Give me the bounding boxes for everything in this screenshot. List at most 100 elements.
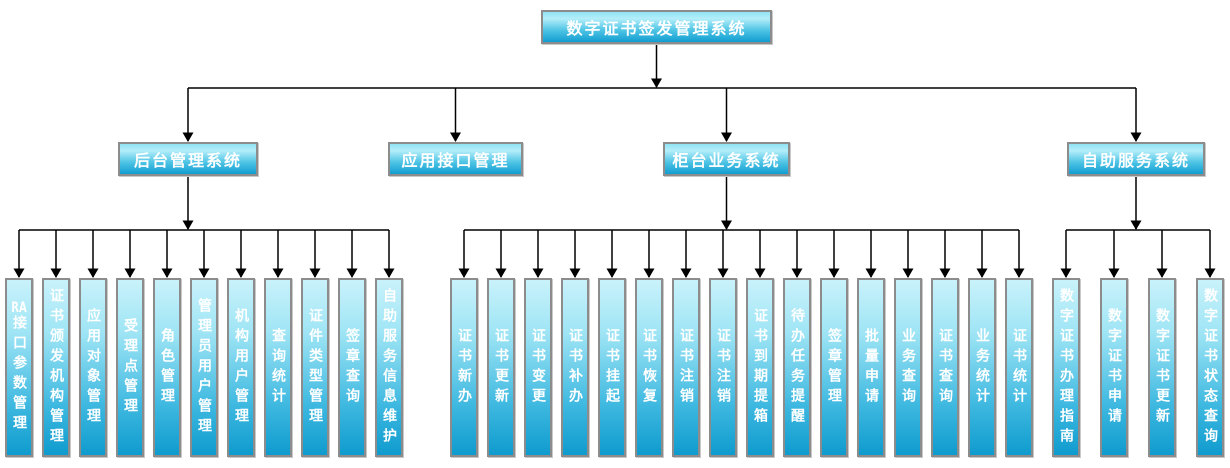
arrowhead-icon [976, 268, 988, 278]
leaf-node-3-10: 待办任务提醒 [783, 278, 811, 457]
arrowhead-icon [458, 268, 470, 278]
node-label: 证件类型管理 [307, 307, 323, 428]
arrowhead-icon [1130, 220, 1142, 230]
node-label: 待办任务提醒 [789, 307, 805, 428]
leaf-node-1-1: RA接口参数管理 [5, 278, 33, 457]
node-label: 证书到期提箱 [752, 307, 768, 428]
arrowhead-icon [272, 268, 284, 278]
leaf-node-3-3: 证书变更 [524, 278, 552, 457]
arrowhead-icon [1108, 268, 1120, 278]
arrowhead-icon [754, 268, 766, 278]
node-label: 应用对象管理 [85, 307, 101, 428]
arrowhead-icon [865, 268, 877, 278]
arrowhead-icon [651, 78, 662, 88]
node-label: 后台管理系统 [133, 151, 242, 170]
node-label: 业务查询 [900, 327, 916, 408]
arrowhead-icon [902, 268, 914, 278]
leaf-node-3-9: 证书到期提箱 [746, 278, 774, 457]
node-label: 数字证书申请 [1106, 307, 1122, 428]
leaf-node-3-16: 证书统计 [1005, 278, 1033, 457]
arrowhead-icon [828, 268, 840, 278]
node-label: 管理员用户管理 [196, 297, 212, 438]
node-label: 应用接口管理 [401, 151, 510, 170]
arrowhead-icon [309, 268, 321, 278]
node-label: 证书新办 [456, 327, 472, 408]
leaf-node-1-11: 自助服务信息维护 [375, 278, 403, 457]
leaf-node-1-7: 机构用户管理 [227, 278, 255, 457]
node-label: 机构用户管理 [233, 307, 249, 428]
node-label: 证书注销 [715, 327, 731, 408]
leaf-node-3-4: 证书补办 [561, 278, 589, 457]
arrowhead-icon [532, 268, 544, 278]
leaf-node-3-5: 证书挂起 [598, 278, 626, 457]
arrowhead-icon [13, 268, 25, 278]
leaf-node-3-6: 证书恢复 [635, 278, 663, 457]
arrowhead-icon [791, 268, 803, 278]
leaf-node-3-15: 业务统计 [968, 278, 996, 457]
arrowhead-icon [383, 268, 395, 278]
leaf-node-1-9: 证件类型管理 [301, 278, 329, 457]
arrowhead-icon [87, 268, 99, 278]
arrowhead-icon [50, 268, 62, 278]
branch-node-4: 自助服务系统 [1067, 142, 1205, 176]
leaf-node-4-2: 数字证书申请 [1100, 278, 1128, 457]
node-label: 数字证书状态查询 [1202, 287, 1218, 448]
node-label: 证书补办 [567, 327, 583, 408]
root-node-label: 数字证书签发管理系统 [566, 19, 747, 38]
node-label: 数字证书办理指南 [1058, 287, 1074, 448]
leaf-node-1-5: 角色管理 [153, 278, 181, 457]
arrowhead-icon [606, 268, 618, 278]
leaf-node-1-2: 证书颁发机构管理 [42, 278, 70, 457]
root-node: 数字证书签发管理系统 [541, 10, 772, 44]
leaf-node-3-13: 业务查询 [894, 278, 922, 457]
leaf-node-1-6: 管理员用户管理 [190, 278, 218, 457]
arrowhead-icon [643, 268, 655, 278]
node-label: 证书注销 [678, 327, 694, 408]
node-label: 证书挂起 [604, 327, 620, 408]
leaf-node-3-7: 证书注销 [672, 278, 700, 457]
arrowhead-icon [717, 268, 729, 278]
branch-node-3: 柜台业务系统 [663, 142, 790, 176]
arrowhead-icon [1156, 268, 1168, 278]
node-label: 证书变更 [530, 327, 546, 408]
arrowhead-icon [495, 268, 507, 278]
node-label: 数字证书更新 [1154, 307, 1170, 428]
leaf-node-3-1: 证书新办 [450, 278, 478, 457]
arrowhead-icon [182, 220, 194, 230]
arrowhead-icon [939, 268, 951, 278]
node-label: 签章管理 [826, 327, 842, 408]
arrowhead-icon [182, 132, 194, 142]
leaf-node-1-10: 签章查询 [338, 278, 366, 457]
node-label: 角色管理 [159, 327, 175, 408]
arrowhead-icon [346, 268, 358, 278]
node-label: 证书颁发机构管理 [48, 287, 64, 448]
leaf-node-3-2: 证书更新 [487, 278, 515, 457]
leaf-node-3-11: 签章管理 [820, 278, 848, 457]
node-label: 证书查询 [937, 327, 953, 408]
node-label: 柜台业务系统 [672, 151, 781, 170]
arrowhead-icon [721, 132, 732, 142]
node-label: 业务统计 [974, 327, 990, 408]
arrowhead-icon [569, 268, 581, 278]
leaf-node-3-14: 证书查询 [931, 278, 959, 457]
arrowhead-icon [1204, 268, 1216, 278]
leaf-node-1-8: 查询统计 [264, 278, 292, 457]
node-label: 证书统计 [1011, 327, 1027, 408]
node-label: 自助服务系统 [1081, 151, 1190, 170]
node-label: 自助服务信息维护 [381, 287, 397, 448]
leaf-node-1-3: 应用对象管理 [79, 278, 107, 457]
arrowhead-icon [450, 132, 461, 142]
arrowhead-icon [1013, 268, 1025, 278]
arrowhead-icon [124, 268, 136, 278]
arrowhead-icon [198, 268, 210, 278]
leaf-node-4-1: 数字证书办理指南 [1052, 278, 1080, 457]
node-label: 受理点管理 [122, 317, 138, 418]
arrowhead-icon [1130, 132, 1142, 142]
leaf-node-4-4: 数字证书状态查询 [1196, 278, 1224, 457]
arrowhead-icon [161, 268, 173, 278]
arrowhead-icon [680, 268, 692, 278]
node-label: 证书恢复 [641, 327, 657, 408]
node-label: 证书更新 [493, 327, 509, 408]
leaf-node-3-12: 批量申请 [857, 278, 885, 457]
